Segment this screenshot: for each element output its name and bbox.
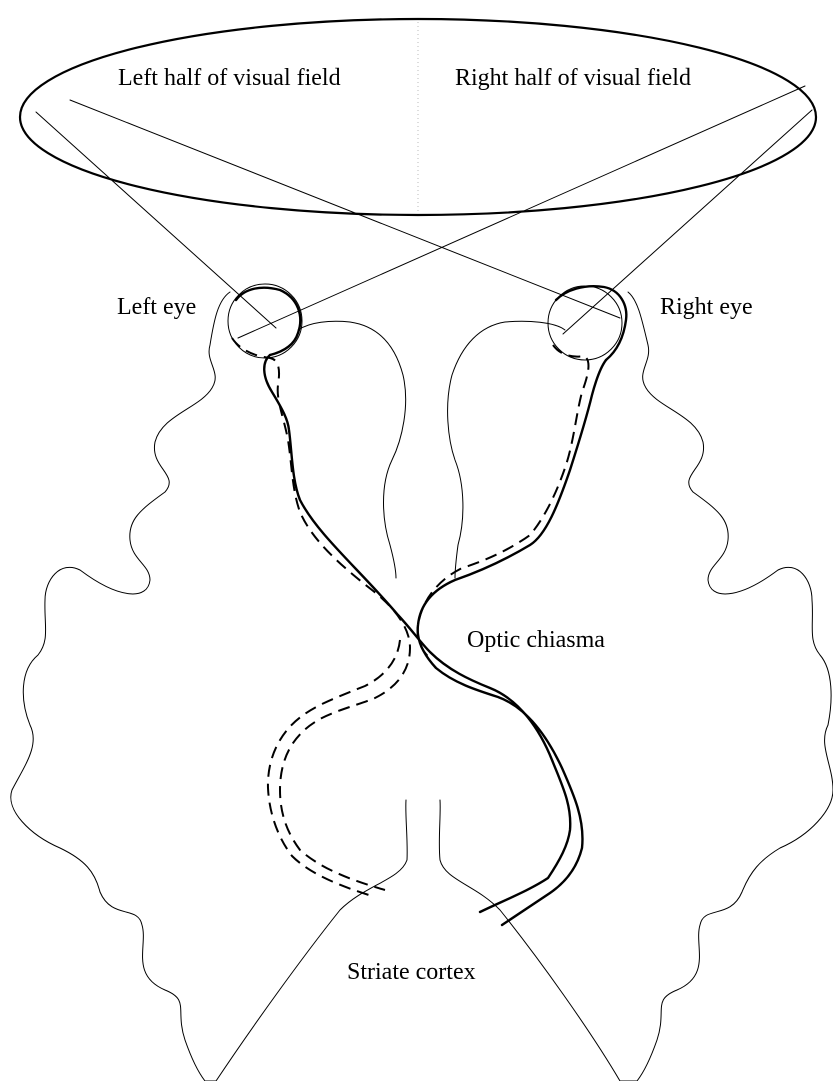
labels: Left half of visual field Right half of … — [117, 65, 753, 985]
right-eye-dashed-pathway — [418, 345, 589, 660]
visual-field — [20, 19, 816, 215]
right-eye-label: Right eye — [660, 294, 753, 320]
left-frontal-lobe-inner — [298, 321, 406, 578]
right-hemisphere-outline — [439, 292, 833, 1081]
optic-chiasma-label: Optic chiasma — [467, 627, 605, 653]
left-eye-dashed-pathway-inner — [268, 640, 400, 896]
left-eye-dashed-pathway — [232, 338, 410, 890]
ray-left-field-to-right-eye — [70, 100, 620, 318]
left-field-label: Left half of visual field — [118, 65, 341, 91]
striate-cortex-label: Striate cortex — [347, 959, 476, 985]
solid-pathways — [236, 286, 626, 925]
visual-field-ellipse — [20, 19, 816, 215]
dashed-pathways — [232, 338, 588, 896]
right-field-label: Right half of visual field — [455, 65, 691, 91]
left-eye-label: Left eye — [117, 294, 196, 320]
right-frontal-lobe-inner — [448, 321, 565, 578]
